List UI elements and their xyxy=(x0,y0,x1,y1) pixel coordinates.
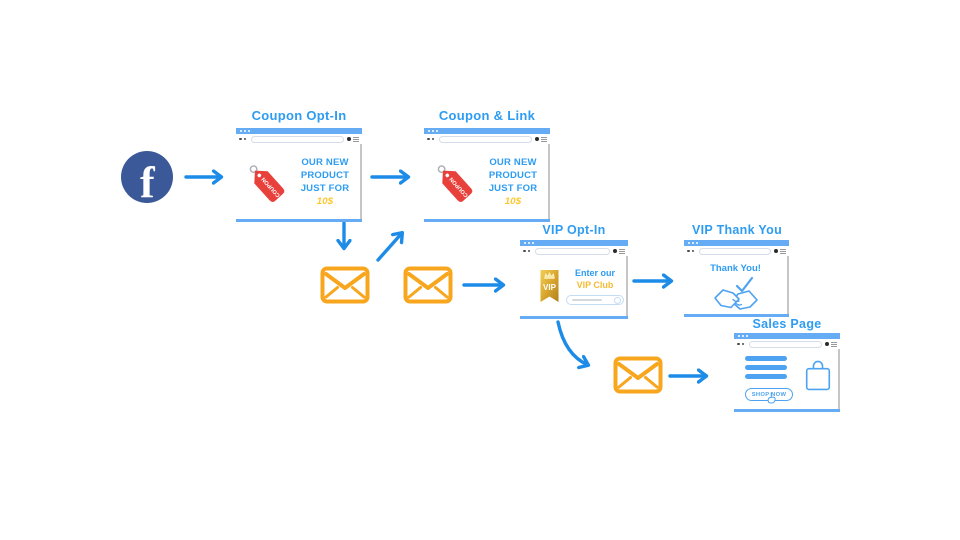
title-vip-thank-you: VIP Thank You xyxy=(691,223,783,237)
title-sales-page: Sales Page xyxy=(752,317,822,331)
address-bar[interactable] xyxy=(749,340,822,348)
forward-icon[interactable] xyxy=(741,342,744,346)
forward-icon[interactable] xyxy=(431,137,434,141)
vip-badge-icon: VIP xyxy=(540,269,559,302)
hand-cursor-icon xyxy=(767,392,776,404)
submit-icon[interactable] xyxy=(614,296,621,304)
page-content: Thank You! xyxy=(684,256,789,314)
browser-window-vip-optin: VIP Enter our VIP Club xyxy=(520,240,628,319)
text-placeholder-bar xyxy=(745,374,787,379)
price-text: 10$ xyxy=(504,195,522,207)
arrow-vip-optin-curve-to-email3 xyxy=(556,320,588,365)
ad-copy: OUR NEW PRODUCT JUST FOR 10$ xyxy=(478,156,548,208)
coupon-tag-icon: COUPON xyxy=(437,164,473,202)
window-toolbar xyxy=(424,134,550,144)
back-icon[interactable] xyxy=(737,342,740,346)
menu-icon[interactable] xyxy=(619,248,625,254)
menu-icon[interactable] xyxy=(353,136,359,142)
settings-icon[interactable] xyxy=(613,249,617,253)
browser-window-vip-thank-you: Thank You! xyxy=(684,240,789,317)
email-icon-1 xyxy=(320,266,370,304)
browser-window-coupon-link: COUPON OUR NEW PRODUCT JUST FOR 10$ xyxy=(424,128,550,222)
window-toolbar xyxy=(734,339,840,349)
back-icon[interactable] xyxy=(427,137,430,141)
vip-copy-line1: Enter our xyxy=(574,268,615,278)
ad-copy: OUR NEW PRODUCT JUST FOR 10$ xyxy=(290,156,360,208)
arrow-email1-up-to-coupon-link xyxy=(376,233,402,262)
vip-copy-line2: VIP Club xyxy=(576,280,614,290)
thank-you-text: Thank You! xyxy=(710,263,761,274)
title-vip-optin: VIP Opt-In xyxy=(542,223,606,237)
menu-icon[interactable] xyxy=(541,136,547,142)
forward-icon[interactable] xyxy=(243,137,246,141)
shopping-bag-icon xyxy=(805,360,831,391)
settings-icon[interactable] xyxy=(825,342,829,346)
text-placeholder-bar xyxy=(745,356,787,361)
handshake-check-icon xyxy=(713,276,758,310)
settings-icon[interactable] xyxy=(535,137,539,141)
menu-icon[interactable] xyxy=(831,341,837,347)
text-placeholder-bar xyxy=(745,365,787,370)
forward-icon[interactable] xyxy=(691,249,694,253)
page-content: SHOP NOW xyxy=(734,349,840,409)
address-bar[interactable] xyxy=(251,135,344,143)
page-content: COUPON OUR NEW PRODUCT JUST FOR 10$ xyxy=(424,144,550,219)
browser-window-coupon-optin: COUPON OUR NEW PRODUCT JUST FOR 10$ xyxy=(236,128,362,222)
svg-text:VIP: VIP xyxy=(543,283,557,292)
menu-icon[interactable] xyxy=(780,248,786,254)
window-titlebar xyxy=(236,128,362,134)
page-content: VIP Enter our VIP Club xyxy=(520,256,628,316)
page-content: COUPON OUR NEW PRODUCT JUST FOR 10$ xyxy=(236,144,362,219)
window-toolbar xyxy=(520,246,628,256)
browser-window-sales-page: SHOP NOW xyxy=(734,333,840,412)
back-icon[interactable] xyxy=(687,249,690,253)
price-text: 10$ xyxy=(316,195,334,207)
window-toolbar xyxy=(684,246,789,256)
email-icon-2 xyxy=(403,266,453,304)
window-titlebar xyxy=(424,128,550,134)
address-bar[interactable] xyxy=(439,135,532,143)
window-toolbar xyxy=(236,134,362,144)
back-icon[interactable] xyxy=(523,249,526,253)
settings-icon[interactable] xyxy=(347,137,351,141)
window-titlebar xyxy=(520,240,628,246)
address-bar[interactable] xyxy=(699,247,771,255)
forward-icon[interactable] xyxy=(527,249,530,253)
window-titlebar xyxy=(734,333,840,339)
facebook-letter: f xyxy=(140,158,155,203)
email-input[interactable] xyxy=(566,295,624,305)
coupon-tag-icon: COUPON xyxy=(249,164,285,202)
window-titlebar xyxy=(684,240,789,246)
back-icon[interactable] xyxy=(239,137,242,141)
address-bar[interactable] xyxy=(535,247,610,255)
facebook-icon: f xyxy=(121,151,173,203)
email-icon-3 xyxy=(613,356,663,394)
title-coupon-optin: Coupon Opt-In xyxy=(251,108,347,123)
title-coupon-link: Coupon & Link xyxy=(438,108,536,123)
settings-icon[interactable] xyxy=(774,249,778,253)
